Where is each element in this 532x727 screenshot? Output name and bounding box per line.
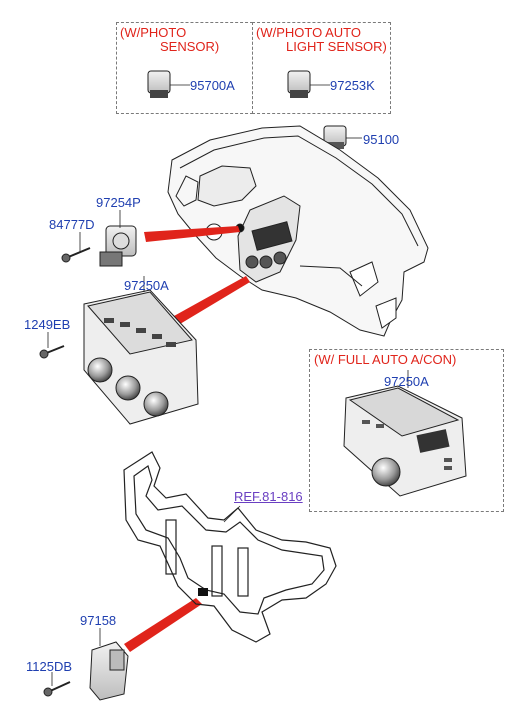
part-label-97253K: 97253K bbox=[330, 78, 375, 93]
full-auto-control-97250A bbox=[343, 370, 467, 497]
full-auto-acon-option-box bbox=[309, 349, 504, 512]
leader-strips bbox=[124, 226, 250, 652]
part-label-84777D: 84777D bbox=[49, 217, 95, 232]
photo-sensor-option-line1: (W/PHOTO bbox=[120, 25, 187, 40]
auto-light-sensor-option-box bbox=[252, 22, 391, 114]
part-label-95100: 95100 bbox=[363, 132, 400, 147]
auto-light-sensor-option-line1: (W/PHOTO AUTO bbox=[256, 25, 361, 40]
sensor-97158 bbox=[89, 628, 129, 701]
photo-sensor-95700A bbox=[147, 70, 190, 98]
part-label-1125DB: 1125DB bbox=[26, 659, 73, 674]
reference-link-81-816[interactable]: REF.81-816 bbox=[234, 489, 303, 504]
part-label-97158: 97158 bbox=[80, 613, 117, 628]
part-label-97250A: 97250A bbox=[124, 278, 169, 293]
screw-1249EB bbox=[39, 332, 65, 359]
photo-sensor-option-line2: SENSOR) bbox=[160, 39, 220, 54]
part-label-97250A-full-auto: 97250A bbox=[384, 374, 429, 389]
auto-light-sensor-97253K bbox=[287, 70, 330, 98]
auto-light-sensor-option-line2: LIGHT SENSOR) bbox=[286, 39, 387, 54]
part-label-1249EB: 1249EB bbox=[24, 317, 71, 332]
frame-connector bbox=[198, 588, 208, 596]
dashboard bbox=[167, 125, 429, 337]
climate-control-97250A bbox=[83, 276, 199, 425]
part-label-97254P: 97254P bbox=[96, 195, 141, 210]
part-label-95700A: 95700A bbox=[190, 78, 235, 93]
full-auto-acon-option-title: (W/ FULL AUTO A/CON) bbox=[314, 352, 457, 367]
cowl-crossmember bbox=[123, 451, 337, 643]
sensor-95100 bbox=[323, 125, 362, 149]
switch-97254P bbox=[99, 210, 137, 267]
screw-1125DB bbox=[43, 672, 71, 697]
screw-84777D bbox=[61, 232, 91, 263]
